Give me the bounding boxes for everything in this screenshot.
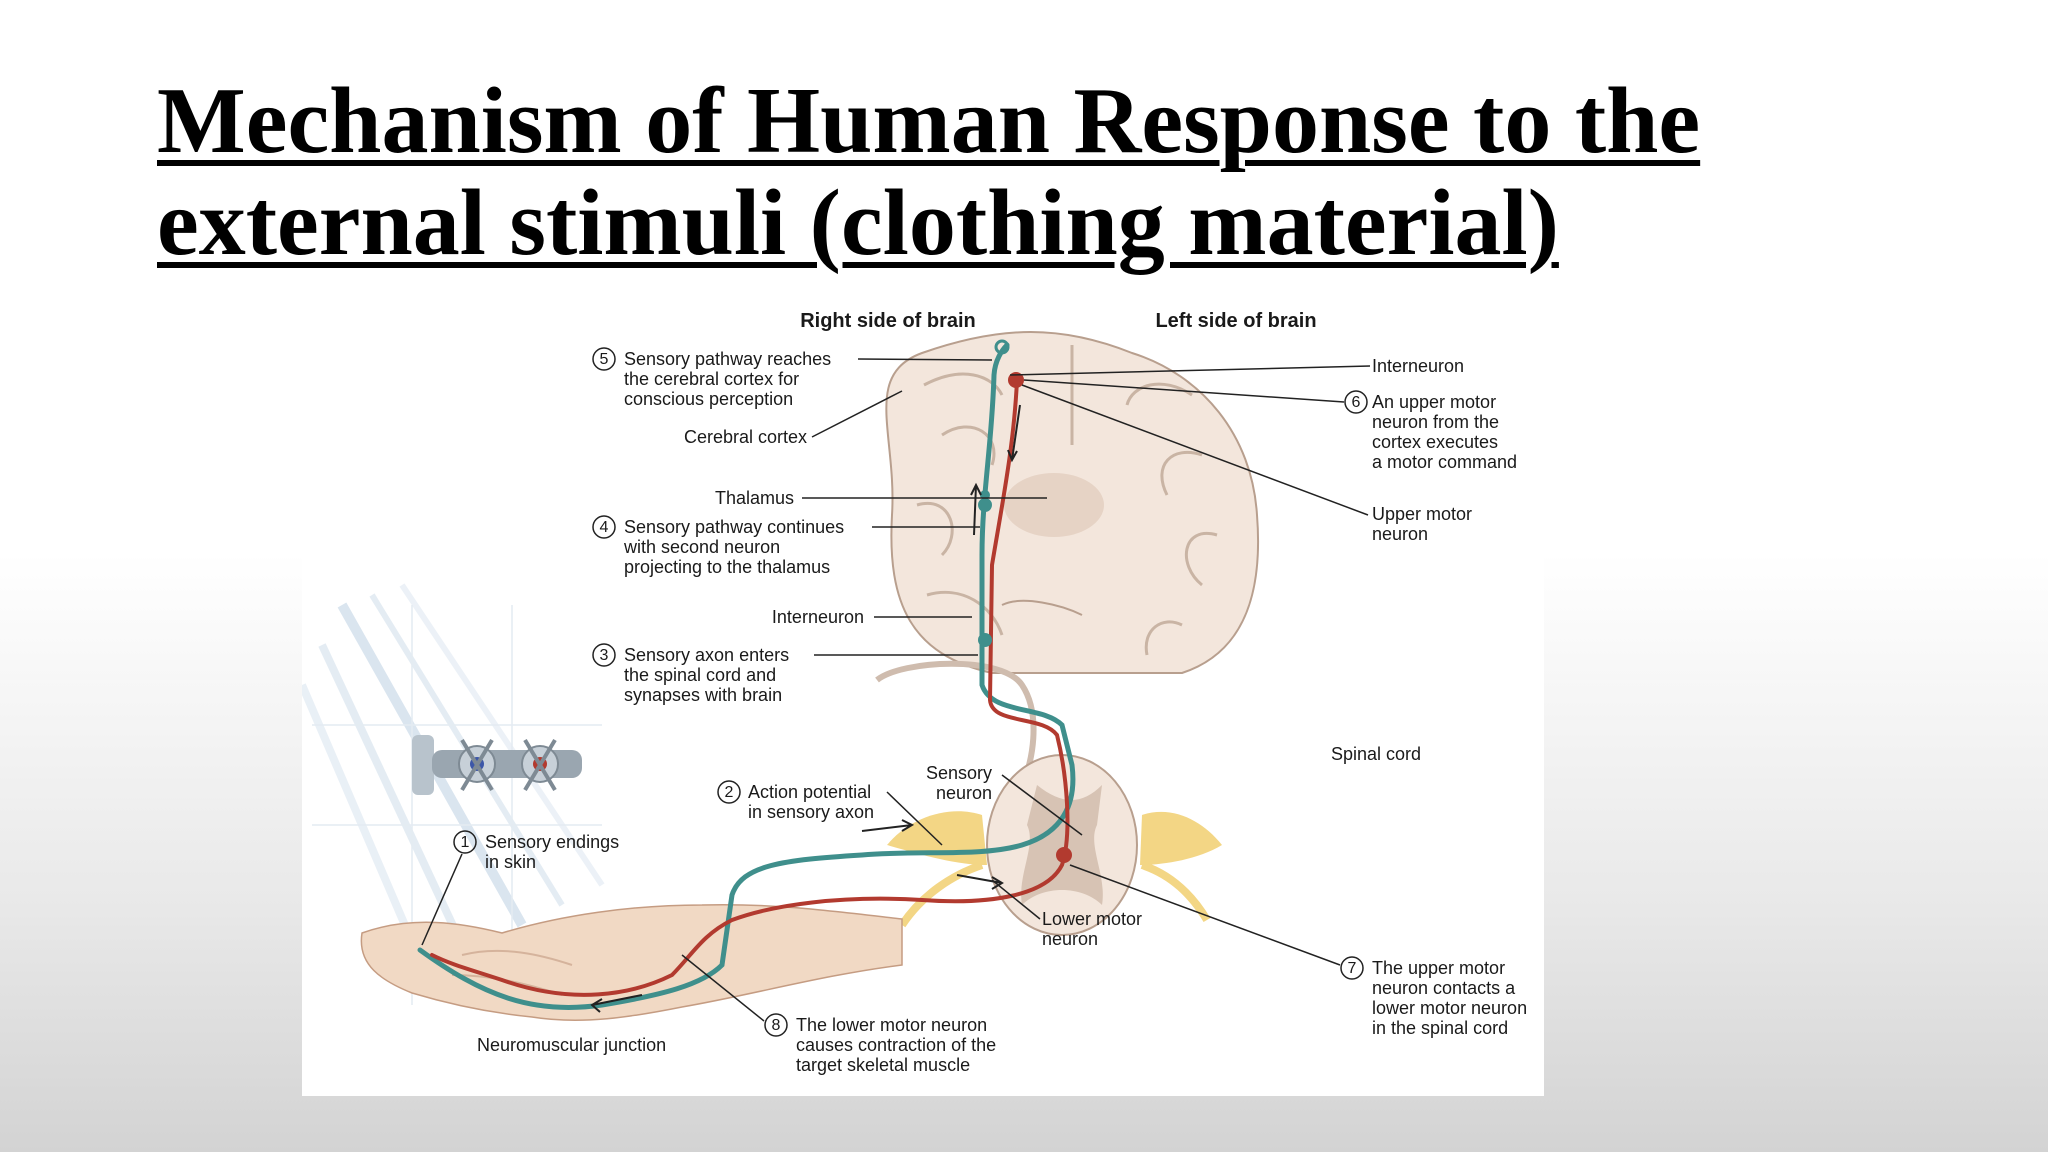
label-step-7: 7 The upper motor neuron contacts a lowe… xyxy=(1069,864,1527,1038)
label-lower-motor-neuron-1: Lower motor xyxy=(1042,909,1142,929)
step7-line-1: The upper motor xyxy=(1372,958,1505,978)
brain-section xyxy=(885,331,1260,674)
label-step-1: 1 Sensory endings in skin xyxy=(421,830,619,946)
step7-line-4: in the spinal cord xyxy=(1372,1018,1508,1038)
step7-line-3: lower motor neuron xyxy=(1372,998,1527,1018)
label-upper-motor-neuron-1: Upper motor xyxy=(1372,504,1472,524)
label-step-8: 8 The lower motor neuron causes contract… xyxy=(681,954,996,1075)
step-number-6: 6 xyxy=(1352,394,1361,411)
step5-line-2: the cerebral cortex for xyxy=(624,369,799,389)
step8-line-2: causes contraction of the xyxy=(796,1035,996,1055)
spinal-cord-section xyxy=(875,660,1222,936)
step8-line-3: target skeletal muscle xyxy=(796,1055,970,1075)
step-number-2: 2 xyxy=(725,784,734,801)
step2-line-2: in sensory axon xyxy=(748,802,874,822)
neural-pathway-diagram: Right side of brain Left side of brain 5… xyxy=(302,310,1527,1075)
label-thalamus: Thalamus xyxy=(715,488,794,508)
direction-arrows xyxy=(590,404,1021,1013)
step4-line-2: with second neuron xyxy=(623,537,780,557)
label-step-5: 5 Sensory pathway reaches the cerebral c… xyxy=(592,347,993,409)
synapse-markers xyxy=(978,339,1072,863)
step4-line-3: projecting to the thalamus xyxy=(624,557,830,577)
title-line-1: Mechanism of Human Response to the xyxy=(157,69,1701,173)
step-number-4: 4 xyxy=(600,519,609,536)
step6-line-1: An upper motor xyxy=(1372,392,1496,412)
label-interneuron-right: Interneuron xyxy=(1372,356,1464,376)
header-left-side-of-brain: Left side of brain xyxy=(1155,310,1316,332)
sensory-pathway xyxy=(417,342,1076,1010)
motor-pathway xyxy=(430,378,1070,997)
step-number-7: 7 xyxy=(1348,960,1357,977)
step7-line-2: neuron contacts a xyxy=(1372,978,1516,998)
label-neuromuscular-junction: Neuromuscular junction xyxy=(477,1035,666,1055)
label-sensory-neuron-1: Sensory xyxy=(926,763,992,783)
step5-line-3: conscious perception xyxy=(624,389,793,409)
step2-line-1: Action potential xyxy=(748,782,871,802)
label-sensory-neuron-2: neuron xyxy=(936,783,992,803)
slide-title: Mechanism of Human Response to the exter… xyxy=(157,70,1917,274)
title-line-2: external stimuli (clothing material) xyxy=(157,171,1559,275)
label-interneuron-left: Interneuron xyxy=(772,607,864,627)
step3-line-1: Sensory axon enters xyxy=(624,645,789,665)
neural-pathway-figure: Right side of brain Left side of brain 5… xyxy=(302,305,1544,1096)
label-cerebral-cortex: Cerebral cortex xyxy=(684,427,807,447)
step3-line-2: the spinal cord and xyxy=(624,665,776,685)
label-lower-motor-neuron-2: neuron xyxy=(1042,929,1098,949)
label-step-3: 3 Sensory axon enters the spinal cord an… xyxy=(592,643,978,705)
step5-line-1: Sensory pathway reaches xyxy=(624,349,831,369)
tile-grid xyxy=(312,605,602,1005)
shower-faucet-icon xyxy=(412,735,582,795)
step6-line-3: cortex executes xyxy=(1372,432,1498,452)
header-right-side-of-brain: Right side of brain xyxy=(800,310,976,332)
step-number-3: 3 xyxy=(600,647,609,664)
label-step-2: 2 Action potential in sensory axon xyxy=(717,780,943,846)
step6-line-2: neuron from the xyxy=(1372,412,1499,432)
step8-line-1: The lower motor neuron xyxy=(796,1015,987,1035)
step-number-1: 1 xyxy=(461,834,470,851)
step1-line-2: in skin xyxy=(485,852,536,872)
label-upper-motor-neuron-2: neuron xyxy=(1372,524,1428,544)
step1-line-1: Sensory endings xyxy=(485,832,619,852)
step6-line-4: a motor command xyxy=(1372,452,1517,472)
step-number-8: 8 xyxy=(772,1017,781,1034)
step3-line-3: synapses with brain xyxy=(624,685,782,705)
label-step-6: 6 An upper motor neuron from the cortex … xyxy=(1023,379,1517,472)
label-spinal-cord: Spinal cord xyxy=(1331,744,1421,764)
label-step-4: 4 Sensory pathway continues with second … xyxy=(592,515,980,577)
step4-line-1: Sensory pathway continues xyxy=(624,517,844,537)
step-number-5: 5 xyxy=(600,351,609,368)
